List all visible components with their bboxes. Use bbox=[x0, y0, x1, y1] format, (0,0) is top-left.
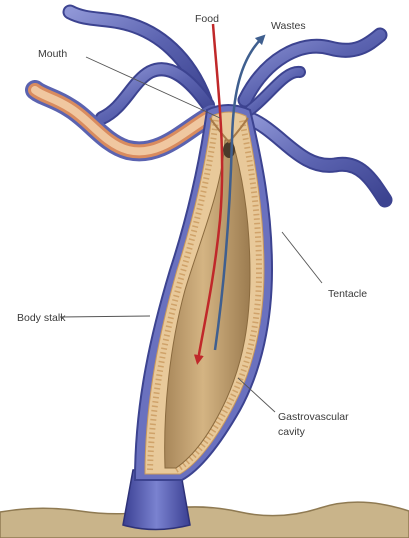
label-wastes: Wastes bbox=[271, 20, 306, 32]
label-tentacle: Tentacle bbox=[328, 288, 367, 300]
label-mouth: Mouth bbox=[38, 48, 67, 60]
label-food: Food bbox=[195, 13, 219, 25]
label-body-stalk: Body stalk bbox=[17, 312, 66, 324]
ground bbox=[0, 502, 409, 538]
label-gastrovascular-line2: cavity bbox=[278, 426, 306, 438]
label-gastrovascular-line1: Gastrovascular bbox=[278, 411, 349, 423]
mouth-opening bbox=[223, 142, 235, 158]
